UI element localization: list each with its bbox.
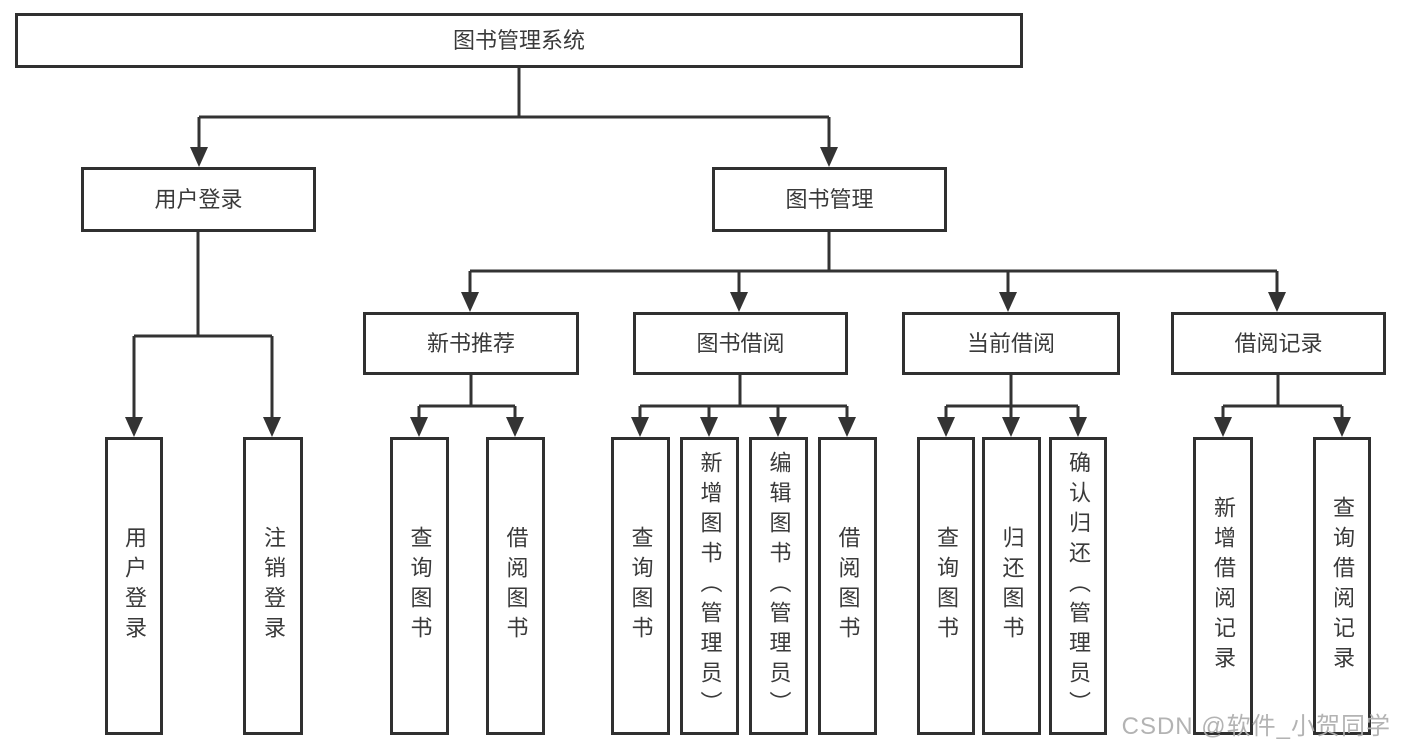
node-root: 图书管理系统 (15, 13, 1023, 68)
connector-user-login-branch (125, 232, 281, 437)
node-book-borrow: 图书借阅 (633, 312, 848, 375)
leaf-query-borrow-record: 查询借阅记录 (1313, 437, 1371, 735)
leaf-add-book-admin: 新增图书（管理员） (680, 437, 739, 735)
node-book-management: 图书管理 (712, 167, 947, 232)
leaf-query-books-current: 查询图书 (917, 437, 975, 735)
watermark: CSDN @软件_小贺同学 (1121, 713, 1391, 740)
connector-root-to-level2 (190, 68, 838, 167)
connector-new-book-branch (410, 375, 524, 437)
node-new-book-recommend: 新书推荐 (363, 312, 579, 375)
connector-book-borrow-branch (631, 375, 856, 437)
connector-current-borrow-branch (937, 375, 1087, 437)
connector-borrow-record-branch (1214, 375, 1351, 437)
leaf-query-books-recommend: 查询图书 (390, 437, 449, 735)
leaf-borrow-books-recommend: 借阅图书 (486, 437, 545, 735)
leaf-user-login: 用户登录 (105, 437, 163, 735)
node-user-login: 用户登录 (81, 167, 316, 232)
leaf-query-books-borrow: 查询图书 (611, 437, 670, 735)
leaf-return-book: 归还图书 (982, 437, 1041, 735)
leaf-edit-book-admin: 编辑图书（管理员） (749, 437, 808, 735)
leaf-add-borrow-record: 新增借阅记录 (1193, 437, 1253, 735)
leaf-confirm-return-admin: 确认归还（管理员） (1049, 437, 1107, 735)
node-borrow-records: 借阅记录 (1171, 312, 1386, 375)
connector-book-management-branch (461, 232, 1286, 312)
leaf-logout: 注销登录 (243, 437, 303, 735)
leaf-borrow-books: 借阅图书 (818, 437, 877, 735)
node-current-borrow: 当前借阅 (902, 312, 1120, 375)
